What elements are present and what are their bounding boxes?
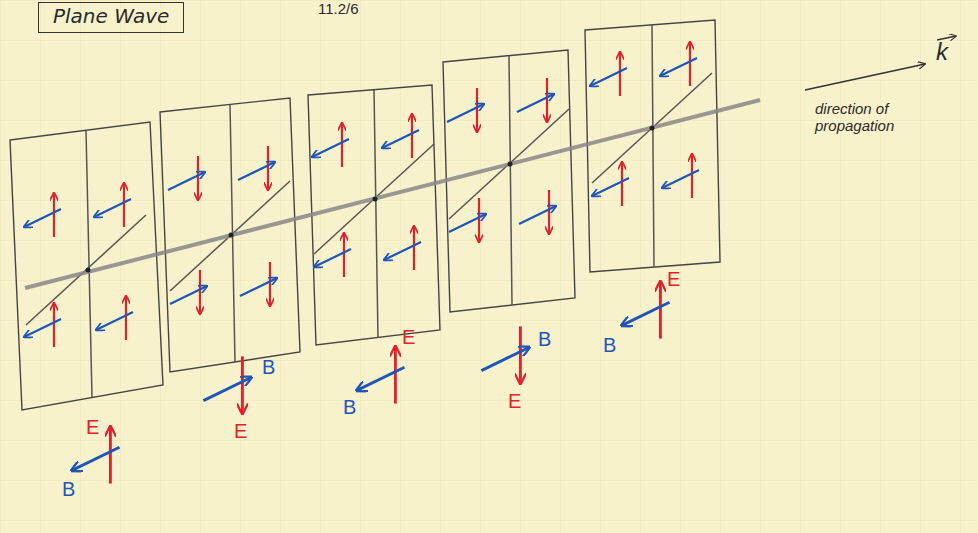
field-label: B xyxy=(538,328,551,351)
propagation-axis xyxy=(25,100,760,288)
wave-vector: k xyxy=(936,38,948,66)
field-label: E xyxy=(667,268,680,291)
field-vectors xyxy=(24,42,699,347)
note: direction of propagation xyxy=(815,100,933,135)
field-label: B xyxy=(603,334,616,357)
wave-frames xyxy=(10,20,720,410)
field-label: B xyxy=(343,396,356,419)
field-label: B xyxy=(62,478,75,501)
field-label: B xyxy=(262,356,275,379)
frame-axes xyxy=(26,25,712,397)
page-number: 11.2/6 xyxy=(318,0,359,17)
field-summary-glyphs xyxy=(71,281,669,483)
field-label: E xyxy=(234,420,247,443)
field-label: E xyxy=(402,326,415,349)
field-label: E xyxy=(508,390,521,413)
title: Plane Wave xyxy=(38,2,184,33)
k-arrow xyxy=(805,64,925,90)
field-label: E xyxy=(86,416,99,439)
frame-centres xyxy=(86,126,655,273)
